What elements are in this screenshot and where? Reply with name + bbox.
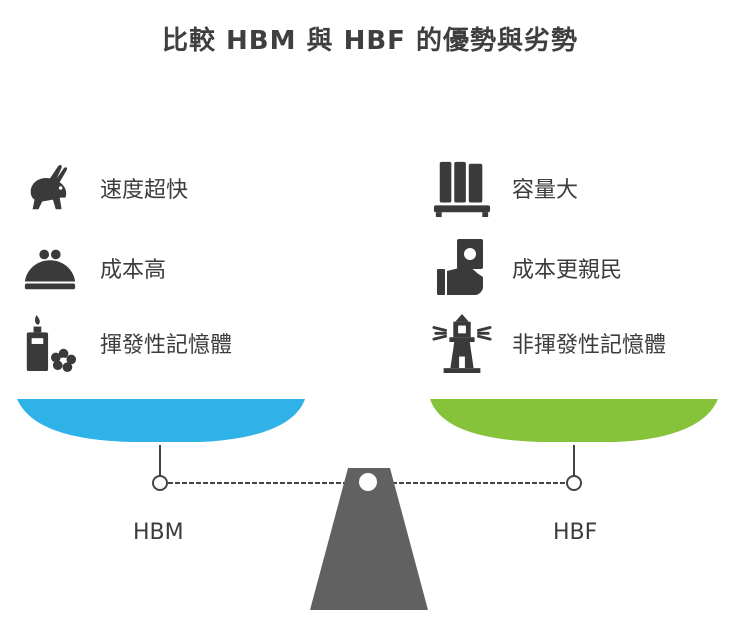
right-item-label: 成本更親民	[512, 258, 623, 283]
rabbit-icon	[20, 158, 80, 218]
left-item-speed: 速度超快	[20, 158, 188, 218]
fulcrum	[310, 468, 428, 610]
left-item-label: 速度超快	[100, 178, 189, 203]
left-item-volatile: 揮發性記憶體	[20, 313, 232, 373]
left-caption: HBM	[133, 520, 184, 545]
coin-purse-icon	[20, 238, 80, 298]
right-caption: HBF	[553, 520, 598, 545]
left-pivot	[152, 475, 168, 491]
right-item-label: 非揮發性記憶體	[512, 333, 667, 358]
lighthouse-icon	[432, 313, 492, 373]
left-item-label: 成本高	[100, 258, 167, 283]
candle-flowers-icon	[20, 313, 80, 373]
fulcrum-hole	[359, 473, 377, 491]
left-pan	[17, 399, 305, 442]
right-pivot	[566, 475, 582, 491]
right-item-cost: 成本更親民	[432, 238, 622, 298]
books-icon	[432, 158, 492, 218]
right-item-label: 容量大	[512, 178, 579, 203]
left-item-label: 揮發性記憶體	[100, 333, 233, 358]
right-item-capacity: 容量大	[432, 158, 578, 218]
hand-money-icon	[432, 238, 492, 298]
page-title: 比較 HBM 與 HBF 的優勢與劣勢	[162, 26, 578, 56]
left-item-cost: 成本高	[20, 238, 166, 298]
right-item-nonvolatile: 非揮發性記憶體	[432, 313, 666, 373]
right-pan	[430, 399, 718, 442]
